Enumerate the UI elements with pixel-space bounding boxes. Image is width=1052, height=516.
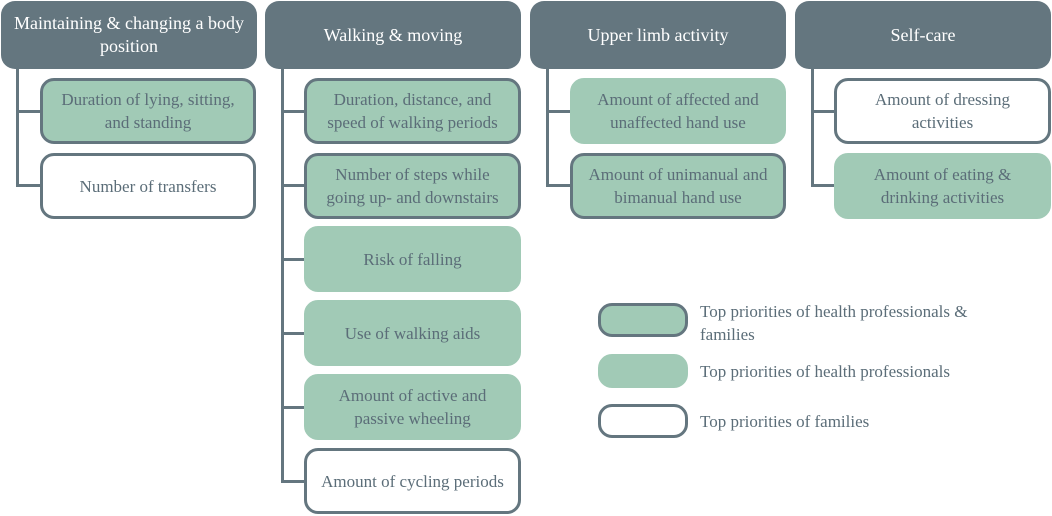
connector-trunk [811, 69, 814, 186]
item-steps-stairs: Number of steps while going up- and down… [304, 153, 521, 219]
connector-branch [811, 110, 835, 113]
connector-branch [281, 406, 305, 409]
connector-branch [16, 184, 40, 187]
connector-branch [811, 184, 835, 187]
connector-branch [281, 480, 305, 483]
legend-label-both: Top priorities of health professionals &… [700, 302, 968, 344]
item-risk-of-falling: Risk of falling [304, 226, 521, 292]
item-walking-aids: Use of walking aids [304, 300, 521, 366]
connector-branch [281, 332, 305, 335]
item-walking-periods: Duration, distance, and speed of walking… [304, 78, 521, 144]
item-lying-sitting-standing: Duration of lying, sitting, and standing [40, 78, 256, 144]
connector-branch [546, 184, 570, 187]
category-header-self-care: Self-care [795, 1, 1051, 69]
connector-branch [281, 110, 305, 113]
legend-swatch-both [598, 303, 688, 337]
item-bimanual-hand-use: Amount of unimanual and bimanual hand us… [570, 153, 786, 219]
category-header-walking-moving: Walking & moving [265, 1, 521, 69]
category-header-body-position: Maintaining & changing a body position [1, 1, 257, 69]
connector-branch [281, 258, 305, 261]
connector-branch [16, 110, 40, 113]
connector-branch [281, 184, 305, 187]
category-header-upper-limb: Upper limb activity [530, 1, 786, 69]
item-eating-drinking: Amount of eating & drinking activities [834, 153, 1051, 219]
legend-swatch-families [598, 404, 688, 438]
legend-label-professionals: Top priorities of health professionals [700, 362, 950, 381]
connector-trunk [16, 69, 19, 186]
item-affected-hand-use: Amount of affected and unaffected hand u… [570, 78, 786, 144]
item-cycling-periods: Amount of cycling periods [304, 448, 521, 514]
connector-trunk [281, 69, 284, 483]
connector-trunk [546, 69, 549, 186]
item-number-of-transfers: Number of transfers [40, 153, 256, 219]
connector-branch [546, 110, 570, 113]
legend-swatch-professionals [598, 354, 688, 388]
legend-label-families: Top priorities of families [700, 412, 870, 431]
item-wheeling: Amount of active and passive wheeling [304, 374, 521, 440]
item-dressing-activities: Amount of dressing activities [834, 78, 1051, 144]
